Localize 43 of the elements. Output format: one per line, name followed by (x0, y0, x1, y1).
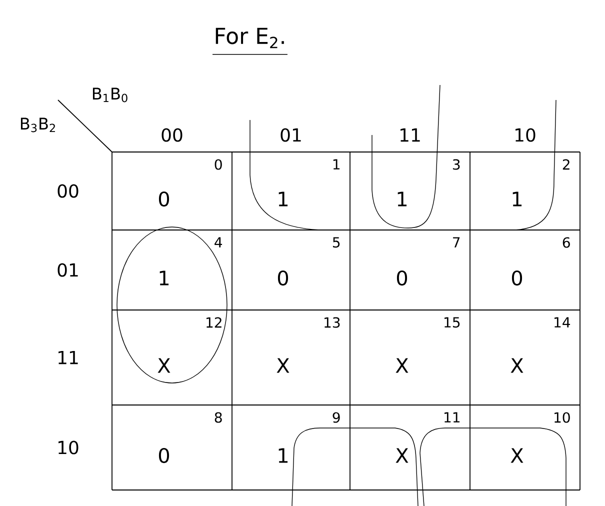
cell-value: X (158, 358, 170, 373)
cell-value: 0 (158, 191, 170, 207)
row-header: 01 (58, 263, 78, 277)
minterm-number: 12 (206, 317, 222, 328)
minterm-number: 8 (214, 412, 222, 423)
cell-value: 0 (158, 448, 170, 464)
variable-label: B$_{3}$B$_{2}$ (20, 118, 55, 132)
variable-label: B$_{1}$B$_{0}$ (92, 88, 128, 102)
cell-value: X (396, 448, 408, 463)
cell-value: X (396, 358, 408, 373)
cell-value: X (510, 358, 524, 373)
column-header: 01 (280, 128, 301, 142)
minterm-number: 14 (554, 317, 570, 328)
cell-value: 1 (278, 192, 288, 206)
title: For E$_{2}$. (212, 28, 288, 55)
cell-value: X (276, 358, 290, 373)
minterm-number: 10 (554, 412, 570, 423)
cell-value: 1 (278, 448, 288, 463)
minterm-number: 13 (324, 317, 340, 328)
column-header: 10 (516, 128, 536, 142)
cell-value: 0 (396, 270, 408, 286)
cell-value: 0 (278, 270, 288, 286)
minterm-number: 0 (214, 159, 222, 170)
minterm-number: 7 (453, 237, 460, 248)
column-header: 00 (162, 128, 182, 142)
column-header: 11 (400, 128, 420, 142)
minterm-number: 4 (214, 237, 222, 248)
row-header: 00 (58, 184, 78, 198)
cell-value: 1 (512, 192, 522, 206)
minterm-number: 11 (444, 412, 460, 422)
minterm-number: 15 (444, 317, 460, 328)
cell-value: 0 (512, 270, 522, 286)
minterm-number: 3 (452, 159, 460, 170)
minterm-number: 5 (332, 237, 340, 248)
minterm-number: 6 (562, 237, 570, 248)
cell-value: X (510, 448, 524, 463)
minterm-number: 1 (333, 159, 340, 170)
minterm-number: 2 (562, 159, 570, 170)
row-header: 11 (58, 350, 78, 364)
cell-value: 1 (398, 192, 407, 206)
minterm-number: 9 (332, 412, 340, 423)
cell-value: 1 (160, 270, 169, 286)
row-header: 10 (58, 440, 78, 454)
